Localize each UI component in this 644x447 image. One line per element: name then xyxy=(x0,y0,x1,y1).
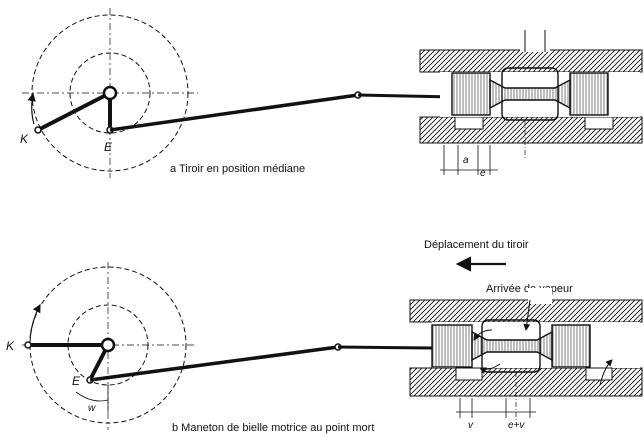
slide-valve-left-piston-b xyxy=(431,324,473,368)
slide-valve-crown-b xyxy=(481,319,541,373)
valve-rod-a xyxy=(357,93,456,99)
slide-valve-right-piston-a xyxy=(569,72,609,116)
label-v-dim: v xyxy=(468,420,474,431)
slide-valve-crown-a xyxy=(501,67,559,121)
crank-arm-a xyxy=(37,91,111,132)
center-hub-a xyxy=(102,85,118,101)
figure-b: K E w b Maneton de bielle motrice au poi… xyxy=(6,239,643,434)
slide-valve-neck-a xyxy=(489,78,571,110)
rotation-arrow-b xyxy=(29,303,41,339)
slide-valve-left-piston-a xyxy=(451,72,491,116)
caption-b: b Maneton de bielle motrice au point mor… xyxy=(172,422,374,434)
crank-pin-a xyxy=(34,126,42,134)
valve-rod-b xyxy=(337,345,433,350)
motion-label: Déplacement du tiroir xyxy=(424,239,529,251)
crank-pin-b xyxy=(24,341,32,349)
eccentric-rod-a xyxy=(109,93,359,132)
label-e-b: E xyxy=(72,374,81,388)
rotation-arrow-a xyxy=(27,92,36,125)
center-hub-b xyxy=(100,337,116,353)
label-w: w xyxy=(88,403,96,414)
valve-chest-b: v e+v xyxy=(409,288,643,431)
label-e-dim: e xyxy=(480,168,486,179)
slide-valve-right-piston-b xyxy=(551,324,591,368)
eccentric-rod-b xyxy=(89,345,339,382)
label-k-a: K xyxy=(20,132,29,146)
label-a-dim: a xyxy=(463,155,469,166)
figure-a: K E a Tiroir en position médiane a xyxy=(20,8,643,179)
caption-a: a Tiroir en position médiane xyxy=(170,163,305,175)
label-ev-dim: e+v xyxy=(508,420,525,431)
valve-chest-a: a e xyxy=(419,30,643,179)
label-k-b: K xyxy=(6,339,15,353)
slide-valve-neck-b xyxy=(471,330,553,362)
label-e-a: E xyxy=(104,140,113,154)
